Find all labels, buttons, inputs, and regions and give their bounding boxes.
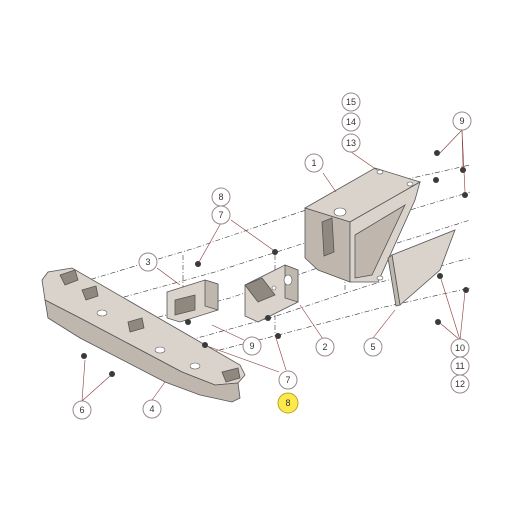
hardware-bolts [81, 150, 469, 377]
svg-text:3: 3 [145, 257, 150, 267]
svg-text:8: 8 [218, 192, 223, 202]
callout-6: 6 [72, 400, 92, 420]
callout-8-upper: 8 [211, 187, 231, 207]
part-small-bracket [166, 279, 219, 323]
callout-8-highlighted: 8 [277, 392, 299, 414]
svg-text:9: 9 [249, 341, 254, 351]
svg-text:1: 1 [311, 158, 316, 168]
svg-text:6: 6 [79, 405, 84, 415]
svg-text:10: 10 [455, 343, 465, 353]
svg-text:4: 4 [149, 404, 154, 414]
callout-9-mid: 9 [242, 336, 262, 356]
svg-text:8: 8 [285, 398, 290, 408]
svg-text:11: 11 [455, 361, 464, 371]
callout-5: 5 [363, 337, 383, 357]
svg-text:2: 2 [322, 342, 327, 352]
callout-15: 15 [341, 92, 361, 112]
svg-text:15: 15 [346, 97, 356, 107]
part-front-beam [41, 267, 246, 403]
callout-13: 13 [341, 133, 361, 153]
callout-12: 12 [450, 374, 470, 394]
callout-7-upper: 7 [211, 205, 231, 225]
callout-2: 2 [315, 337, 335, 357]
callout-10: 10 [450, 338, 470, 358]
callout-9-right: 9 [452, 111, 472, 131]
callout-1: 1 [304, 153, 324, 173]
part-side-plate [387, 229, 456, 307]
svg-text:14: 14 [346, 117, 356, 127]
svg-text:7: 7 [285, 375, 290, 385]
callout-4: 4 [142, 399, 162, 419]
svg-text:7: 7 [218, 210, 223, 220]
part-main-bracket [304, 167, 421, 283]
callout-3: 3 [138, 252, 158, 272]
callouts: 15 14 13 1 9 8 7 3 9 2 7 8 6 4 5 10 11 1… [72, 92, 472, 420]
callout-11: 11 [450, 356, 470, 376]
callout-7-lower: 7 [278, 370, 298, 390]
svg-text:9: 9 [459, 116, 464, 126]
svg-text:13: 13 [346, 138, 356, 148]
svg-text:12: 12 [455, 379, 465, 389]
callout-14: 14 [341, 112, 361, 132]
part-mid-plate [244, 264, 299, 323]
svg-text:5: 5 [370, 342, 375, 352]
leader-lines [81, 129, 466, 402]
